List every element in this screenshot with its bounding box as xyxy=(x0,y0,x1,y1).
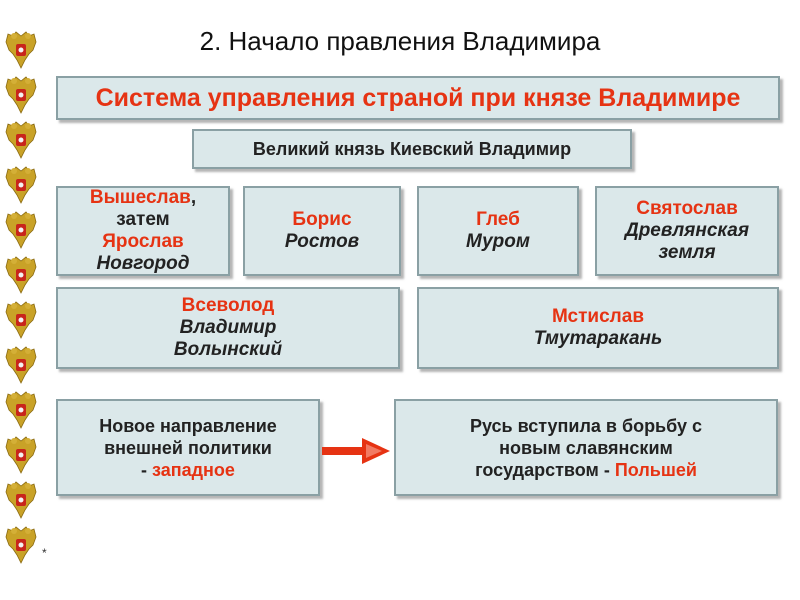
son-name: Всеволод xyxy=(181,295,275,316)
double-headed-eagle-icon xyxy=(5,256,37,294)
policy-line-3-prefix: - xyxy=(141,459,153,480)
son-place: Новгород xyxy=(96,253,190,274)
son-name: Глеб xyxy=(476,209,520,230)
double-headed-eagle-icon xyxy=(5,121,37,159)
double-headed-eagle-icon xyxy=(5,346,37,384)
policy-west: западное xyxy=(152,459,235,480)
son-place-2: Волынский xyxy=(173,339,283,360)
son-name: Борис xyxy=(292,209,352,230)
son-box-mstislav: Мстислав Тмутаракань xyxy=(417,287,779,369)
grand-prince-text: Великий князь Киевский Владимир xyxy=(252,139,572,159)
subtitle-text: Система управления страной при князе Вла… xyxy=(95,83,741,112)
son-place: Ростов xyxy=(284,231,360,252)
double-headed-eagle-icon xyxy=(5,391,37,429)
double-headed-eagle-icon xyxy=(5,526,37,564)
policy-direction-box: Новое направление внешней политики - зап… xyxy=(56,399,320,496)
son-name-2: Ярослав xyxy=(102,231,184,252)
comma: , xyxy=(190,187,197,208)
slide-title: 2. Начало правления Владимира xyxy=(199,26,601,56)
son-name: Мстислав xyxy=(551,306,644,327)
right-arrow-icon xyxy=(322,438,390,464)
subtitle-box: Система управления страной при князе Вла… xyxy=(56,76,780,120)
emblem-column xyxy=(0,30,44,570)
double-headed-eagle-icon xyxy=(5,436,37,474)
son-place: Тмутаракань xyxy=(533,328,663,349)
poland-conflict-box: Русь вступила в борьбу с новым славянски… xyxy=(394,399,778,496)
son-box-vysheslav: Вышеслав, затем Ярослав Новгород xyxy=(56,186,230,276)
conflict-line-3-prefix: государством - xyxy=(475,459,615,480)
son-place: Муром xyxy=(466,231,530,252)
conflict-line-2: новым славянским xyxy=(499,437,673,458)
double-headed-eagle-icon xyxy=(5,211,37,249)
policy-line-2: внешней политики xyxy=(104,437,272,458)
son-place-1: Владимир xyxy=(179,317,277,338)
conflict-line-1: Русь вступила в борьбу с xyxy=(469,415,703,436)
conflict-poland: Польшей xyxy=(614,459,697,480)
policy-line-1: Новое направление xyxy=(99,415,277,436)
son-name: Вышеслав xyxy=(89,187,191,208)
son-mid: затем xyxy=(116,209,170,230)
son-box-gleb: Глеб Муром xyxy=(417,186,579,276)
son-box-svyatoslav: Святослав Древлянская земля xyxy=(595,186,779,276)
son-place-2: земля xyxy=(658,242,716,263)
double-headed-eagle-icon xyxy=(5,481,37,519)
footnote-marker: * xyxy=(42,546,47,560)
son-name: Святослав xyxy=(636,198,738,219)
double-headed-eagle-icon xyxy=(5,301,37,339)
grand-prince-box: Великий князь Киевский Владимир xyxy=(192,129,632,169)
double-headed-eagle-icon xyxy=(5,31,37,69)
son-box-vsevolod: Всеволод Владимир Волынский xyxy=(56,287,400,369)
double-headed-eagle-icon xyxy=(5,166,37,204)
son-place-1: Древлянская xyxy=(624,220,750,241)
son-box-boris: Борис Ростов xyxy=(243,186,401,276)
double-headed-eagle-icon xyxy=(5,76,37,114)
